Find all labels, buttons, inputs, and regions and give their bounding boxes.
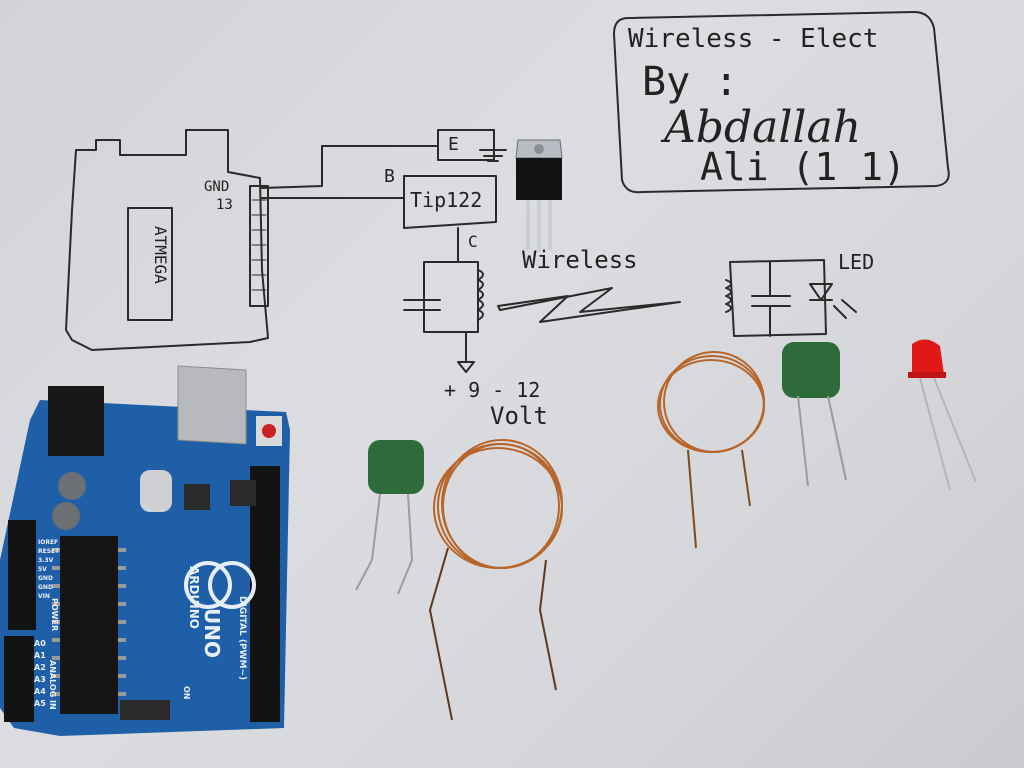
board-digital-label: DIGITAL (PWM~) (237, 596, 247, 681)
label-supply: + 9 - 12 (444, 378, 541, 402)
pin-label-5v: 5V (38, 566, 47, 573)
pin-label-3v3: 3.3V (38, 557, 54, 564)
credit-title: Wireless - Elect (628, 24, 879, 54)
wire-gnd-sketch (261, 145, 439, 189)
pin-label-ioref: IOREF (38, 539, 59, 546)
copper-coil-large (428, 439, 563, 721)
pin-label-vin: VIN (38, 593, 50, 600)
led-circuit-sketch (729, 259, 827, 337)
label-wireless: Wireless (522, 246, 638, 274)
arduino-outline-sketch (65, 129, 269, 351)
transistor-box-sketch (403, 175, 497, 229)
label-gnd: GND (204, 179, 230, 195)
tank-circuit-sketch (423, 261, 479, 333)
capacitor-right (782, 342, 847, 487)
pin-label-a3: A3 (34, 675, 46, 684)
credit-box-sketch (613, 11, 950, 194)
credit-name-line2: Ali (1_1) (700, 145, 906, 189)
pin-label-a0: A0 (34, 639, 46, 648)
hand-drawn-schematic (65, 11, 950, 373)
label-led: LED (838, 250, 875, 274)
coil-sketch (477, 269, 484, 321)
label-base: B (384, 166, 395, 187)
pin-label-gnd1: GND (38, 575, 53, 582)
arduino-uno-board (0, 365, 290, 736)
capacitor-left (355, 440, 424, 595)
credit-name-line1: Abdallah (664, 102, 862, 153)
label-transistor: Tip122 (410, 188, 483, 212)
chip-outline-sketch (127, 207, 173, 321)
copper-coil-small (657, 351, 765, 549)
label-collector: C (468, 232, 478, 251)
pin-label-a5: A5 (34, 699, 46, 708)
board-on-label: ON (182, 686, 191, 700)
pin-label-gnd2: GND (38, 584, 53, 591)
label-chip: ATMEGA (151, 226, 170, 284)
board-analog-pin-labels: A0 A1 A2 A3 A4 A5 (34, 640, 58, 712)
label-volt: Volt (490, 402, 548, 430)
label-pin13: 13 (216, 197, 233, 213)
red-led (908, 339, 977, 491)
tip122-transistor (515, 139, 563, 252)
pin-label-a2: A2 (34, 663, 46, 672)
pin-label-a4: A4 (34, 687, 46, 696)
pin-label-a1: A1 (34, 651, 46, 660)
header-strip-sketch (249, 185, 269, 307)
credit-by: By : (642, 59, 739, 105)
pin-label-reset: RESET (38, 548, 60, 555)
board-power-pin-labels: IOREF RESET 3.3V 5V GND GND VIN (38, 540, 78, 603)
board-brand: ARDUINO (187, 566, 201, 629)
wireless-bolt-sketch (497, 287, 681, 323)
board-model: UNO (200, 608, 224, 658)
label-emitter: E (448, 134, 459, 155)
